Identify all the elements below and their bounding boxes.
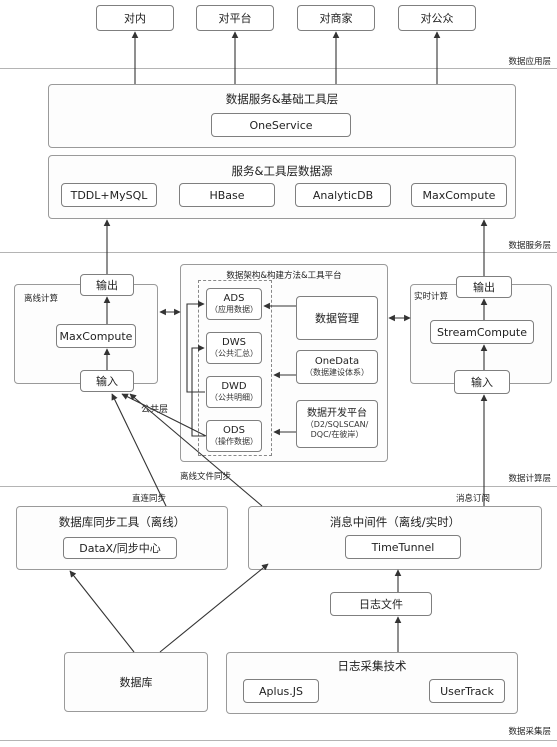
layer-ods-name: ODS [223,424,245,436]
source-maxcompute: MaxCompute [411,183,507,207]
timetunnel-box: TimeTunnel [345,535,461,559]
realtime-streamcompute: StreamCompute [430,320,534,344]
layer-dws-name: DWS [222,336,246,348]
arrow-database-to-mq [159,563,269,653]
layer-ads-sub: （应用数据） [210,305,258,315]
arrow-ods-to-offline-input [121,393,207,437]
source-analyticdb: AnalyticDB [295,183,391,207]
layer-dwd-sub: （公共明细） [210,393,258,403]
service-tools-panel: 数据服务&基础工具层 OneService [48,84,516,148]
target-public: 对公众 [398,5,476,31]
realtime-output: 输出 [456,276,512,298]
realtime-compute-label: 实时计算 [414,292,449,302]
layer-divider-application [0,68,557,69]
layer-ads-name: ADS [223,292,245,304]
offline-compute-label: 离线计算 [24,294,59,304]
layer-dwd-name: DWD [221,380,247,392]
log-collection-title: 日志采集技术 [337,659,407,673]
db-sync-tools-panel: 数据库同步工具（离线） DataX/同步中心 [16,506,228,570]
devplatform-box: 数据开发平台 （D2/SQLSCAN/ DQC/在彼岸） [296,400,378,448]
log-collection-panel: 日志采集技术 Aplus.JS UserTrack [226,652,518,714]
offline-output: 输出 [80,274,134,296]
arrow-dbsync-to-offline-input [111,393,167,507]
devplatform-sub1: （D2/SQLSCAN/ [305,420,369,430]
sources-title: 服务&工具层数据源 [231,164,333,178]
msg-subscribe-label: 消息订阅 [456,494,491,504]
layer-label-application: 数据应用层 [508,57,551,67]
service-tools-title: 数据服务&基础工具层 [225,92,339,106]
offline-file-sync-label: 离线文件同步 [180,472,232,482]
devplatform-sub2: DQC/在彼岸） [310,430,364,440]
devplatform-name: 数据开发平台 [307,407,367,419]
database-box: 数据库 [64,652,208,712]
offline-maxcompute: MaxCompute [56,324,136,348]
layer-ads: ADS （应用数据） [206,288,262,320]
onedata-box: OneData （数据建设体系） [296,350,378,384]
onedata-sub: （数据建设体系） [305,368,369,378]
target-internal: 对内 [96,5,174,31]
arrow-mq-to-offline-input [129,393,263,507]
target-platform: 对平台 [196,5,274,31]
layer-ods: ODS （操作数据） [206,420,262,452]
realtime-input: 输入 [454,370,510,394]
datax-sync-center: DataX/同步中心 [63,537,177,559]
log-file-box: 日志文件 [330,592,432,616]
layer-ods-sub: （操作数据） [210,437,258,447]
layer-label-service: 数据服务层 [508,241,551,251]
direct-sync-label: 直连同步 [132,494,167,504]
layer-dwd: DWD （公共明细） [206,376,262,408]
arrow-database-to-dbsync [69,570,135,653]
layer-divider-compute [0,486,557,487]
sources-panel: 服务&工具层数据源 TDDL+MySQL HBase AnalyticDB Ma… [48,155,516,219]
bracket-dwd-to-ads [186,300,205,393]
data-management-box: 数据管理 [296,296,378,340]
layer-label-compute: 数据计算层 [508,474,551,484]
layer-divider-collection [0,740,557,741]
layer-divider-service [0,252,557,253]
layer-dws-sub: （公共汇总） [210,349,258,359]
offline-input: 输入 [80,370,134,392]
onedata-name: OneData [314,355,360,367]
target-merchant: 对商家 [297,5,375,31]
db-sync-tools-title: 数据库同步工具（离线） [58,515,186,529]
source-hbase: HBase [179,183,275,207]
oneservice-box: OneService [211,113,351,137]
layer-label-collection: 数据采集层 [508,727,551,737]
platform-title: 数据架构&构建方法&工具平台 [226,271,342,281]
usertrack-box: UserTrack [429,679,505,703]
layer-dws: DWS （公共汇总） [206,332,262,364]
aplus-js-box: Aplus.JS [243,679,319,703]
message-middleware-title: 消息中间件（离线/实时） [329,515,461,529]
common-layer-dashed-box [198,280,272,456]
source-tddl-mysql: TDDL+MySQL [61,183,157,207]
message-middleware-panel: 消息中间件（离线/实时） TimeTunnel [248,506,542,570]
